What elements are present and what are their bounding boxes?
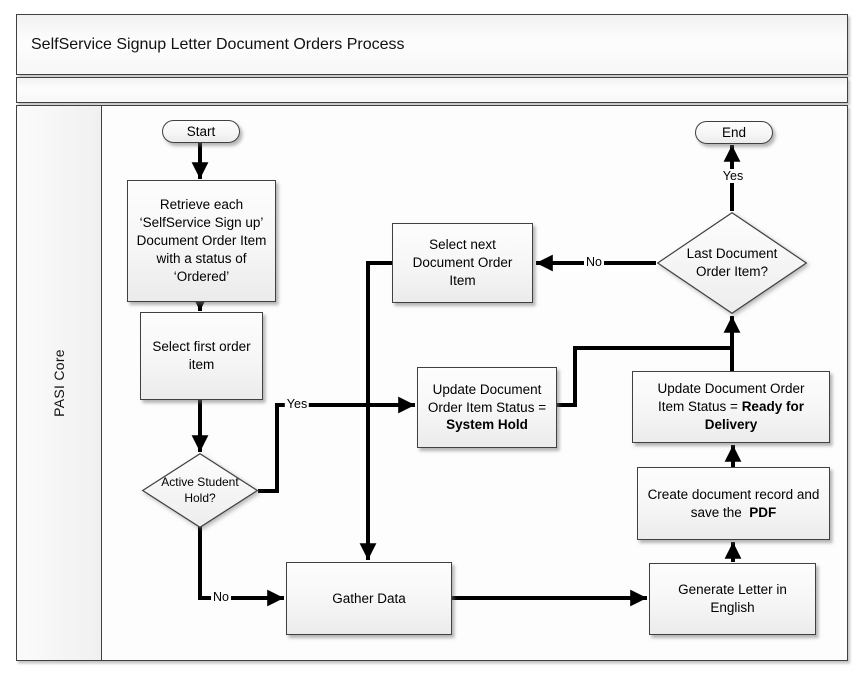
node-generate-letter-english: Generate Letter in English	[649, 563, 816, 635]
node-start-terminator: Start	[162, 120, 240, 143]
swimlane-label: PASI Core	[51, 349, 67, 417]
node-gather-data: Gather Data	[286, 562, 452, 635]
decision-active-student-hold: Active Student Hold?	[141, 452, 259, 529]
edge-label-yes-last-item: Yes	[720, 169, 746, 183]
node-retrieve-document-order-items: Retrieve each ‘SelfService Sign up’ Docu…	[127, 180, 276, 302]
phase-band	[16, 77, 848, 103]
swimlane-label-cell: PASI Core	[16, 105, 102, 661]
node-select-first-order-item: Select first order item	[140, 312, 263, 400]
title-bar: SelfService Signup Letter Document Order…	[16, 14, 848, 75]
node-end-terminator: End	[695, 121, 773, 144]
node-create-document-record: Create document record and save the PDF	[637, 467, 830, 540]
edge-label-no-last-item: No	[584, 255, 604, 269]
edge-label-no-active-hold: No	[211, 590, 231, 604]
page-title: SelfService Signup Letter Document Order…	[31, 35, 405, 53]
node-update-status-system-hold: Update Document Order Item Status = Syst…	[417, 367, 557, 448]
node-select-next-document-order-item: Select next Document Order Item	[392, 223, 533, 303]
node-update-status-ready-for-delivery: Update Document Order Item Status = Read…	[632, 371, 830, 443]
decision-last-document-order-item: Last Document Order Item?	[656, 211, 808, 315]
edge-label-yes-active-hold: Yes	[284, 397, 310, 411]
